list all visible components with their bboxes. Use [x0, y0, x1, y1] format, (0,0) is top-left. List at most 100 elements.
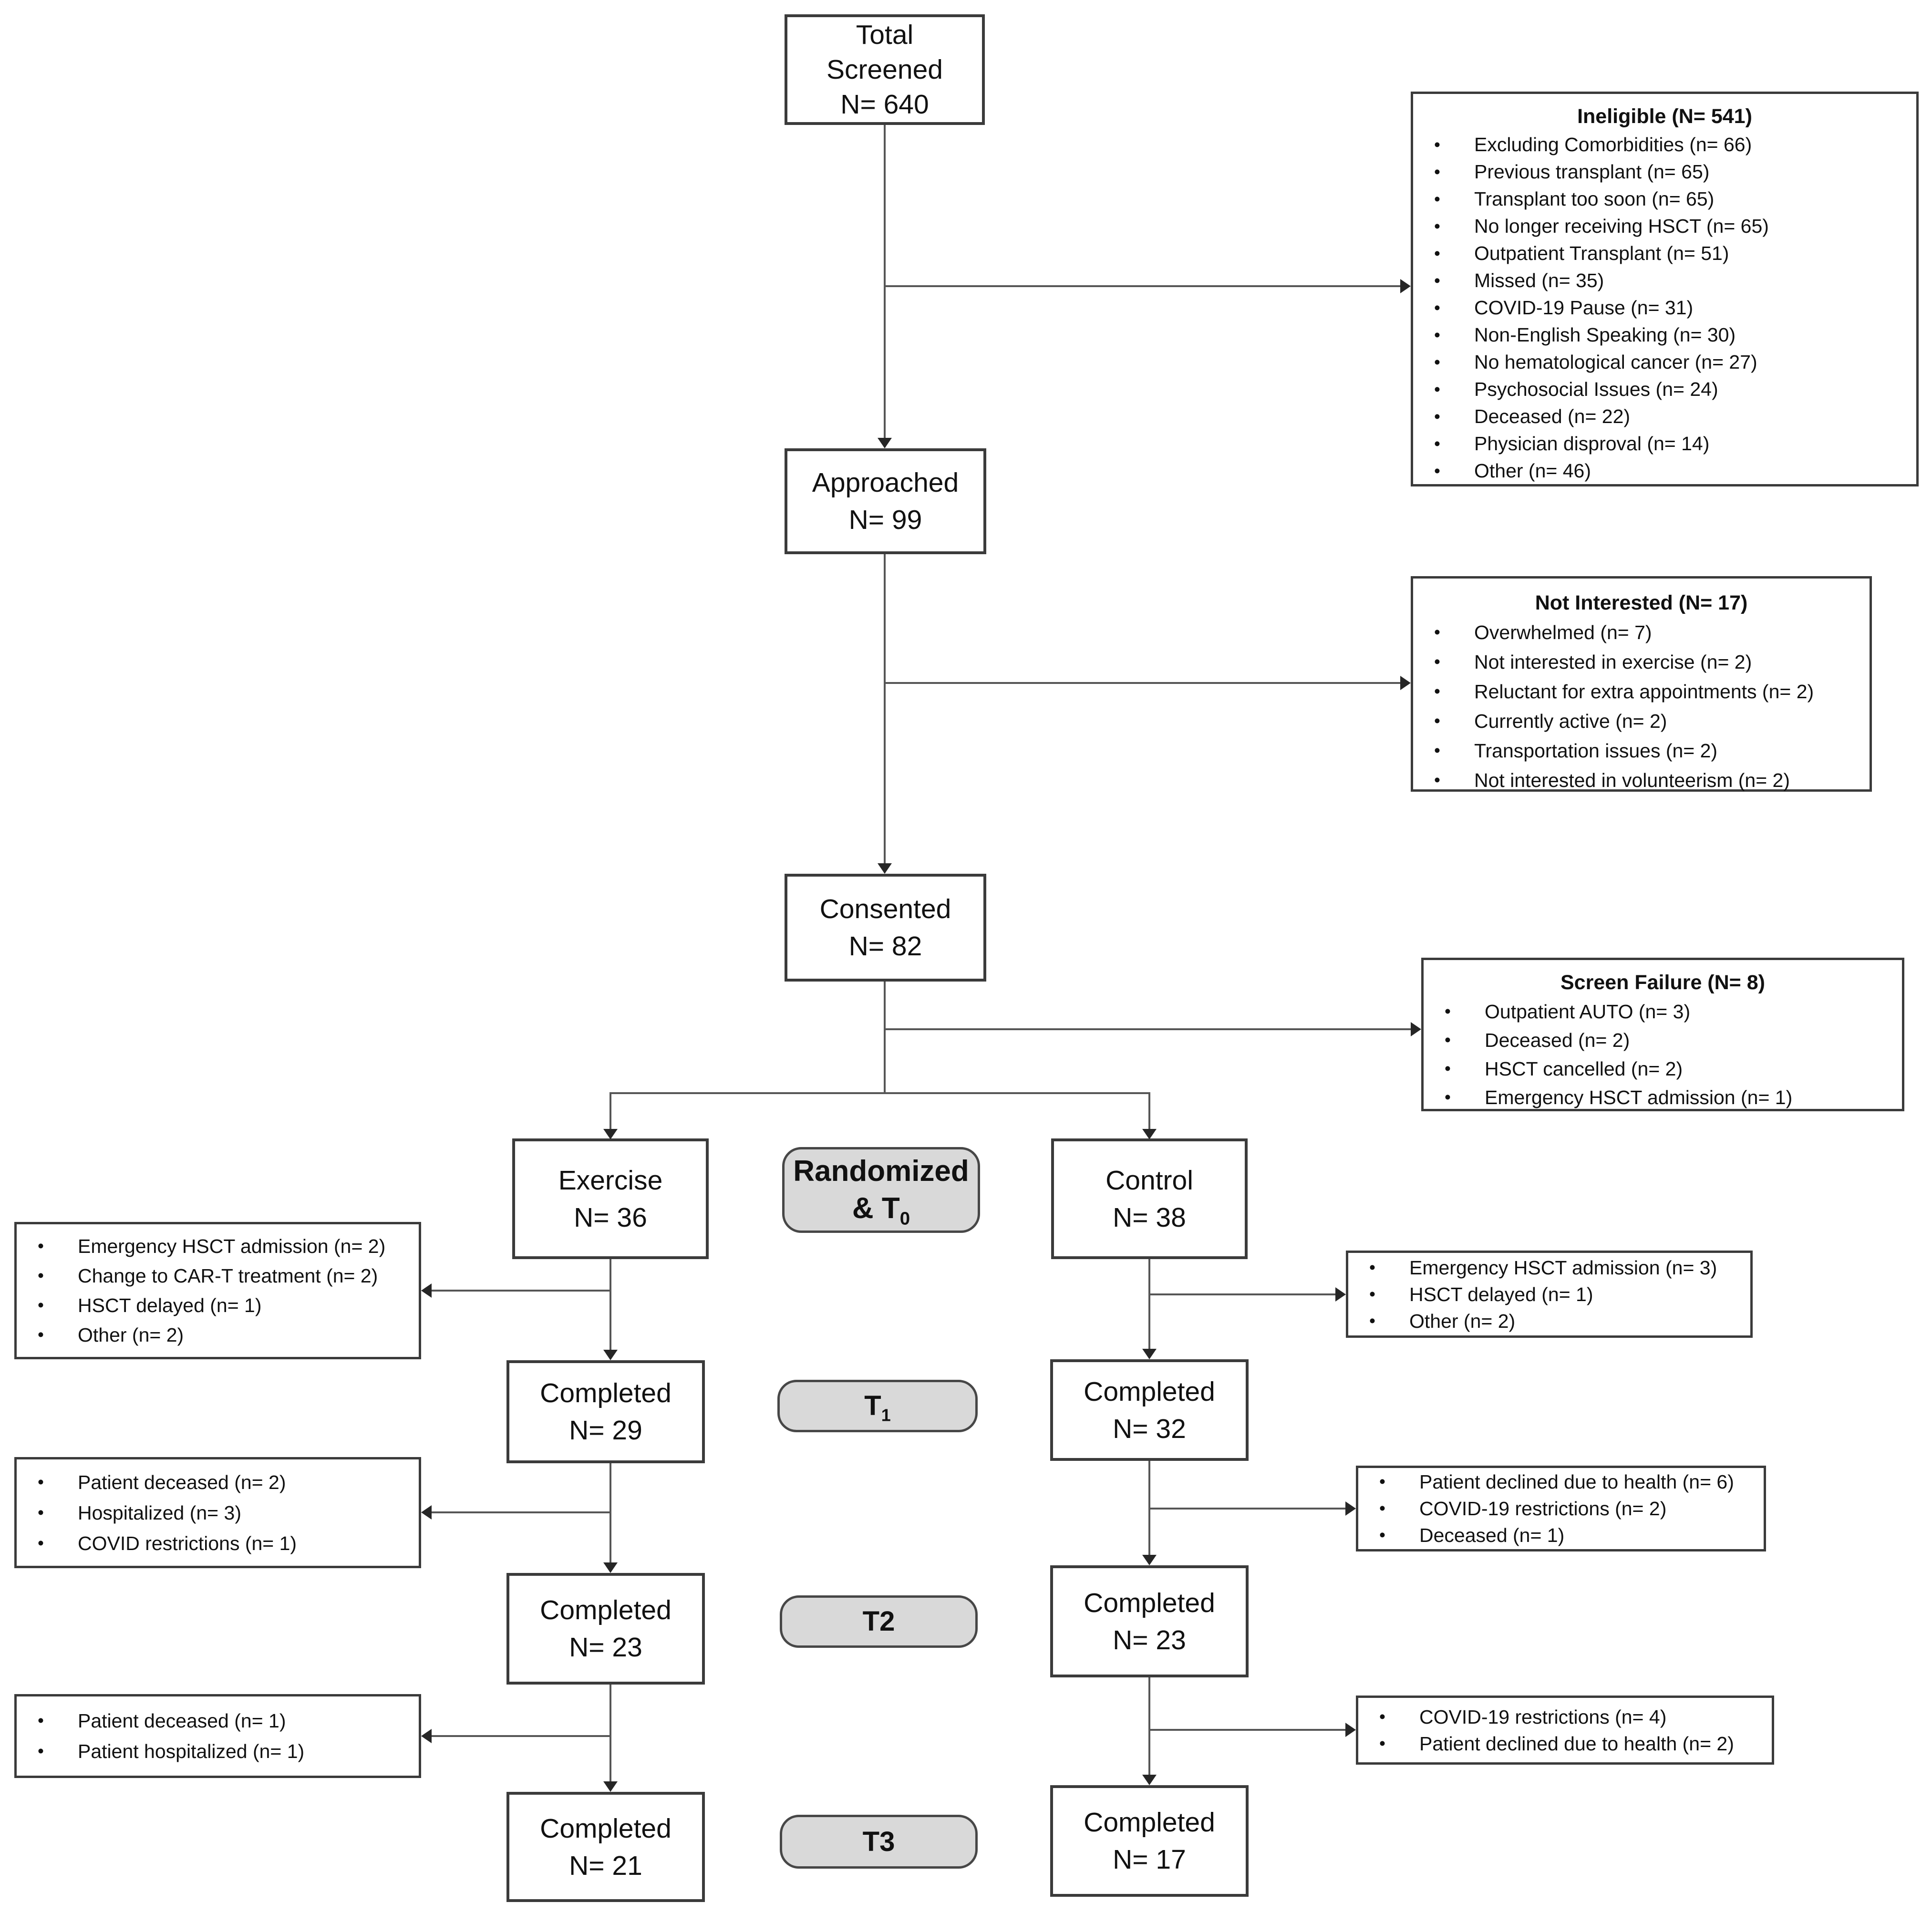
- bullet-item: Not interested in volunteerism (n= 2): [1413, 765, 1870, 795]
- bullet-item: Missed (n= 35): [1413, 267, 1916, 294]
- box-line: Consented: [819, 894, 951, 924]
- note-title: Not Interested (N= 17): [1535, 591, 1748, 614]
- connector-randomization-bar: [610, 1092, 1150, 1094]
- bullet-item: Patient deceased (n= 1): [17, 1706, 419, 1736]
- control-dropout-t3-note-box: COVID-19 restrictions (n= 4)Patient decl…: [1356, 1696, 1774, 1765]
- box-line: Exercise: [558, 1165, 663, 1196]
- label-line: T2: [862, 1606, 895, 1637]
- arrow-down-icon: [1142, 1555, 1157, 1565]
- arrow-right-icon: [1345, 1501, 1356, 1516]
- connector-approached-consented: [884, 554, 886, 873]
- connector-exercise-dropout-t3: [431, 1735, 610, 1737]
- completed-exercise-t2-box: Completed N= 23: [506, 1573, 705, 1685]
- bullet-list: Patient deceased (n= 1)Patient hospitali…: [17, 1706, 419, 1767]
- bullet-item: COVID restrictions (n= 1): [17, 1528, 419, 1559]
- arrow-down-icon: [603, 1781, 618, 1792]
- bullet-item: HSCT delayed (n= 1): [1348, 1281, 1750, 1308]
- arrow-left-icon: [421, 1729, 432, 1743]
- arrow-down-icon: [603, 1129, 618, 1139]
- connector-control-t3: [1148, 1677, 1150, 1777]
- bullet-item: Patient hospitalized (n= 1): [17, 1736, 419, 1767]
- box-line: N= 29: [569, 1415, 642, 1446]
- completed-exercise-t1-box: Completed N= 29: [506, 1360, 705, 1463]
- bullet-item: Transportation issues (n= 2): [1413, 736, 1870, 765]
- box-line: Completed: [1084, 1587, 1215, 1618]
- connector-control-dropout-t2: [1149, 1508, 1346, 1510]
- label-line: & T0: [852, 1192, 910, 1229]
- subscript: 0: [899, 1208, 910, 1229]
- bullet-item: COVID-19 Pause (n= 31): [1413, 294, 1916, 321]
- bullet-item: Change to CAR-T treatment (n= 2): [17, 1261, 419, 1291]
- bullet-list: Emergency HSCT admission (n= 2)Change to…: [17, 1231, 419, 1350]
- control-dropout-t1-note-box: Emergency HSCT admission (n= 3)HSCT dela…: [1346, 1251, 1753, 1338]
- connector-exercise-dropout-t1: [431, 1290, 610, 1292]
- total-screened-box: Total Screened N= 640: [785, 14, 985, 125]
- note-title: Ineligible (N= 541): [1577, 105, 1752, 128]
- box-line: N= 99: [848, 505, 922, 535]
- bullet-item: COVID-19 restrictions (n= 4): [1358, 1704, 1772, 1730]
- exercise-dropout-t2-note-box: Patient deceased (n= 2)Hospitalized (n= …: [14, 1457, 421, 1568]
- label-line: T1: [864, 1390, 891, 1425]
- completed-control-t2-box: Completed N= 23: [1050, 1565, 1249, 1677]
- bullet-item: Deceased (n= 22): [1413, 403, 1916, 430]
- box-line: Approached: [812, 467, 959, 498]
- box-line: Completed: [1084, 1376, 1215, 1407]
- bullet-item: Psychosocial Issues (n= 24): [1413, 376, 1916, 403]
- t2-label: T2: [780, 1595, 978, 1648]
- bullet-item: Deceased (n= 2): [1424, 1026, 1902, 1055]
- bullet-list: Emergency HSCT admission (n= 3)HSCT dela…: [1348, 1254, 1750, 1334]
- bullet-item: Emergency HSCT admission (n= 2): [17, 1231, 419, 1261]
- arrow-down-icon: [1142, 1775, 1157, 1785]
- box-line: N= 32: [1113, 1413, 1186, 1444]
- not-interested-note-box: Not Interested (N= 17) Overwhelmed (n= 7…: [1411, 576, 1872, 795]
- bullet-item: Non-English Speaking (n= 30): [1413, 321, 1916, 349]
- arrow-down-icon: [1142, 1129, 1157, 1139]
- box-line: Control: [1105, 1165, 1193, 1196]
- bullet-item: Hospitalized (n= 3): [17, 1498, 419, 1528]
- arrow-right-icon: [1335, 1287, 1346, 1302]
- bullet-item: Patient deceased (n= 2): [17, 1467, 419, 1498]
- arrow-left-icon: [421, 1283, 432, 1298]
- completed-control-t1-box: Completed N= 32: [1050, 1359, 1249, 1461]
- connector-control-dropout-t1: [1149, 1293, 1336, 1295]
- bullet-item: Emergency HSCT admission (n= 1): [1424, 1083, 1902, 1112]
- label-line: Randomized: [793, 1155, 969, 1188]
- bullet-item: Other (n= 46): [1413, 457, 1916, 485]
- arrow-right-icon: [1345, 1723, 1356, 1737]
- bullet-item: Excluding Comorbidities (n= 66): [1413, 131, 1916, 158]
- bullet-item: Deceased (n= 1): [1358, 1522, 1764, 1549]
- box-line: Completed: [540, 1595, 672, 1625]
- bullet-item: Reluctant for extra appointments (n= 2): [1413, 677, 1870, 706]
- t1-label: T1: [777, 1380, 978, 1432]
- connector-split-control: [1148, 1092, 1150, 1130]
- connector-approached-notinterested: [885, 682, 1401, 684]
- connector-split-exercise: [610, 1092, 611, 1130]
- box-line: Completed: [540, 1813, 672, 1844]
- subscript: 1: [881, 1405, 891, 1425]
- connector-consented-split: [884, 982, 886, 1094]
- arrow-down-icon: [603, 1350, 618, 1360]
- box-line: N= 82: [848, 931, 922, 962]
- exercise-arm-box: Exercise N= 36: [512, 1138, 709, 1259]
- ineligible-note-box: Ineligible (N= 541) Excluding Comorbidit…: [1411, 92, 1919, 486]
- box-line: Screened: [826, 54, 943, 85]
- box-line: N= 38: [1113, 1202, 1186, 1233]
- connector-screened-ineligible: [885, 285, 1401, 287]
- bullet-item: Patient declined due to health (n= 2): [1358, 1730, 1772, 1757]
- connector-control-dropout-t3: [1149, 1729, 1346, 1731]
- arrow-left-icon: [421, 1505, 432, 1520]
- bullet-list: Patient declined due to health (n= 6)COV…: [1358, 1468, 1764, 1549]
- bullet-item: Outpatient Transplant (n= 51): [1413, 240, 1916, 267]
- connector-exercise-dropout-t2: [431, 1511, 610, 1513]
- label-line: T3: [862, 1826, 895, 1857]
- bullet-item: Patient declined due to health (n= 6): [1358, 1468, 1764, 1495]
- box-line: N= 36: [574, 1202, 647, 1233]
- box-line: N= 17: [1113, 1844, 1186, 1875]
- bullet-item: HSCT delayed (n= 1): [17, 1291, 419, 1320]
- bullet-item: COVID-19 restrictions (n= 2): [1358, 1495, 1764, 1522]
- box-line: N= 21: [569, 1850, 642, 1881]
- bullet-item: Emergency HSCT admission (n= 3): [1348, 1254, 1750, 1281]
- bullet-item: Outpatient AUTO (n= 3): [1424, 997, 1902, 1026]
- exercise-dropout-t3-note-box: Patient deceased (n= 1)Patient hospitali…: [14, 1694, 421, 1778]
- box-line: N= 23: [569, 1632, 642, 1663]
